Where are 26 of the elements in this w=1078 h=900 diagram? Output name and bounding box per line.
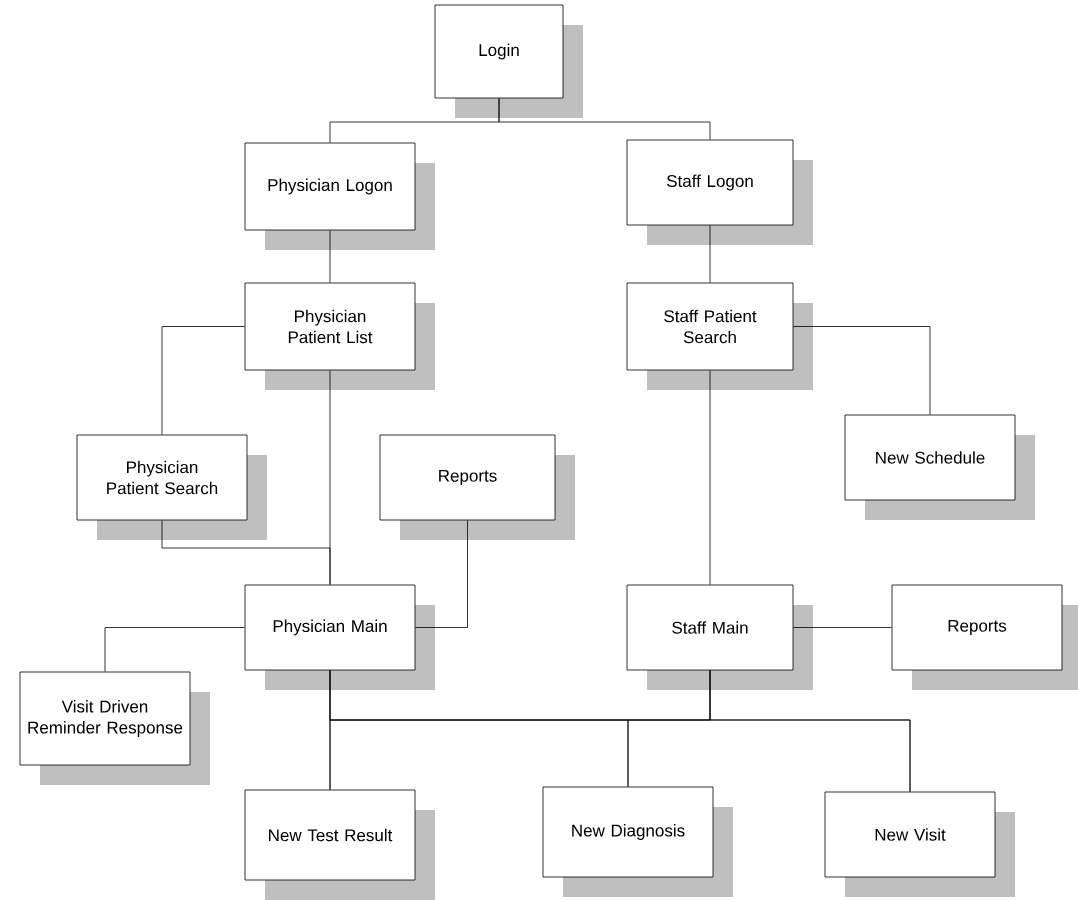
connector bbox=[709, 370, 711, 585]
process-box: Staff Patient Search bbox=[626, 282, 813, 390]
connector bbox=[415, 520, 468, 628]
process-box: Physician Logon bbox=[244, 142, 435, 250]
process-box: New Diagnosis bbox=[542, 786, 733, 897]
connector bbox=[709, 670, 911, 792]
connector bbox=[498, 98, 711, 140]
process-box: New Test Result bbox=[244, 789, 435, 900]
connector bbox=[793, 627, 892, 628]
process-box: Physician Patient Search bbox=[76, 434, 267, 540]
process-box: New Schedule bbox=[844, 414, 1035, 520]
connector bbox=[104, 627, 245, 672]
process-box: Reports bbox=[891, 584, 1078, 690]
process-box: Staff Logon bbox=[626, 139, 813, 245]
connector bbox=[161, 326, 245, 435]
process-box: Visit Driven Reminder Response bbox=[19, 671, 210, 785]
connector bbox=[793, 326, 931, 415]
connector bbox=[329, 230, 331, 283]
connector bbox=[709, 225, 711, 283]
process-box: New Visit bbox=[824, 791, 1015, 897]
process-box: Staff Main bbox=[626, 584, 813, 690]
process-box: Physician Patient List bbox=[244, 282, 435, 390]
process-box: Reports bbox=[379, 434, 575, 540]
connector bbox=[161, 520, 331, 585]
process-box: Physician Main bbox=[244, 584, 435, 690]
process-box: Login bbox=[434, 4, 583, 118]
